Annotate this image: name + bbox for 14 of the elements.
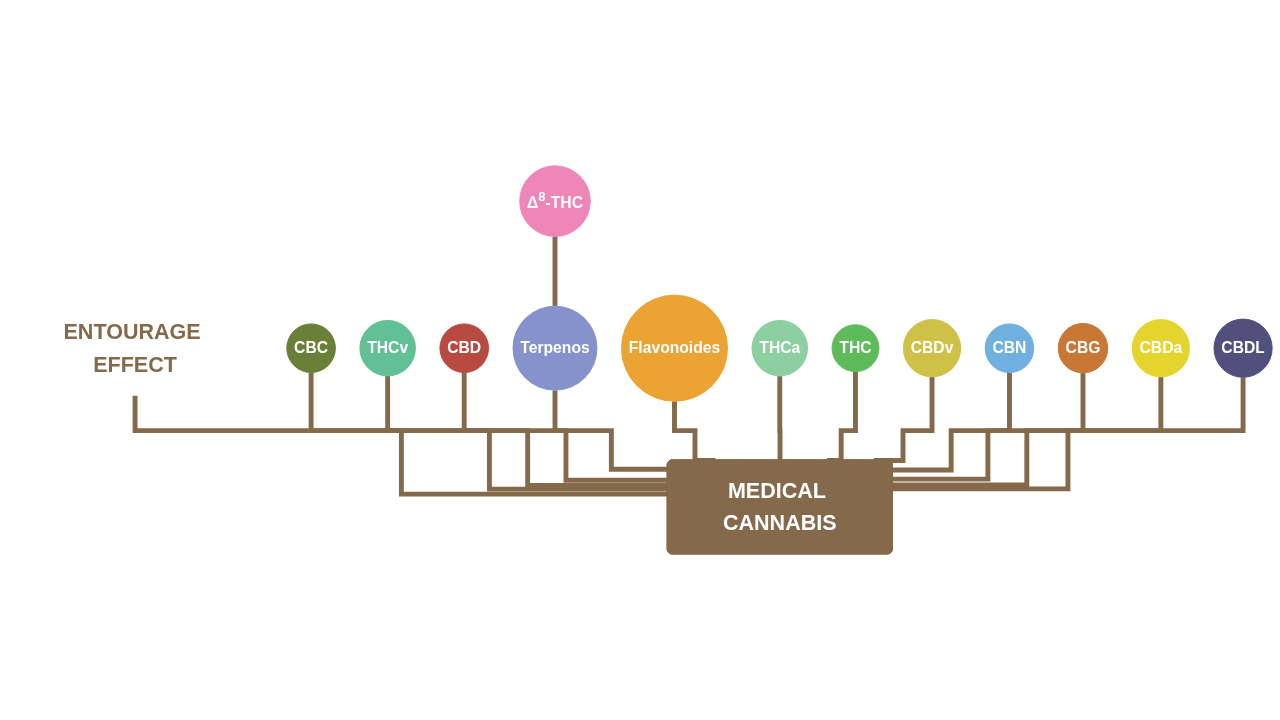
node-circle: CBG	[1057, 323, 1109, 374]
node-circle: THC	[831, 324, 880, 373]
node-circle: CBDL	[1213, 318, 1273, 378]
node-circle: Δ$^{8}$-THC	[519, 165, 591, 238]
node-circle: CBC	[286, 323, 336, 374]
node-circle: CBN	[984, 323, 1035, 374]
node-circle: CBDv	[902, 319, 962, 378]
node-text: ENTOURAGE EFFECT	[63, 319, 201, 377]
node-circle: Flavonoides	[620, 294, 728, 402]
node-circle: CBD	[439, 323, 489, 374]
node-circle: THCv	[359, 320, 416, 377]
node-circle: Terpenos	[512, 305, 598, 391]
node-circle: CBDa	[1131, 319, 1190, 378]
node-circle: THCa	[751, 320, 809, 377]
